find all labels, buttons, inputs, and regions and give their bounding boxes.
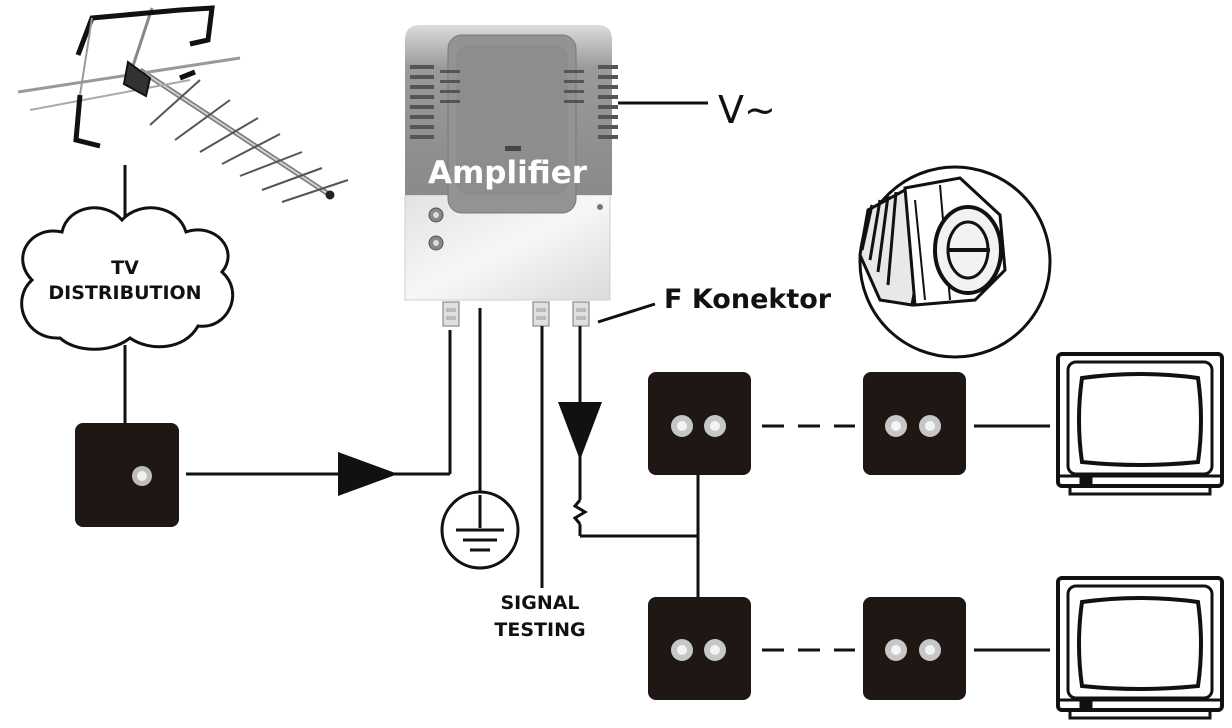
ground-symbol-icon — [440, 308, 520, 570]
input-signal-line — [186, 330, 452, 496]
wall-outlet-icon — [75, 423, 179, 527]
amplifier-label: Amplifier — [427, 155, 588, 191]
wall-outlet-icon — [648, 597, 751, 700]
signal-testing-label: SIGNAL TESTING — [470, 590, 610, 644]
tv-icon — [1056, 352, 1224, 496]
signal-testing-line2: TESTING — [494, 619, 586, 641]
tv-distribution-label: TV DISTRIBUTION — [30, 256, 220, 306]
tv-distribution-line2: DISTRIBUTION — [48, 282, 202, 304]
tv-icon — [1056, 576, 1224, 720]
dashed-cable — [762, 424, 855, 652]
wall-outlet-icon — [648, 372, 751, 475]
f-connector-pointer — [597, 302, 656, 324]
amplifier-unit — [404, 25, 618, 327]
voltage-label: V~ — [718, 88, 776, 132]
signal-testing-line1: SIGNAL — [500, 592, 580, 614]
tv-distribution-line1: TV — [111, 257, 139, 279]
f-connector-label: F Konektor — [664, 284, 832, 315]
output-signal-line — [558, 326, 700, 598]
wall-outlet-icon — [863, 372, 966, 475]
wall-outlet-icon — [863, 597, 966, 700]
f-connector-closeup-icon — [858, 165, 1052, 359]
yagi-antenna-icon — [17, 5, 349, 203]
cloud-icon — [20, 206, 235, 351]
